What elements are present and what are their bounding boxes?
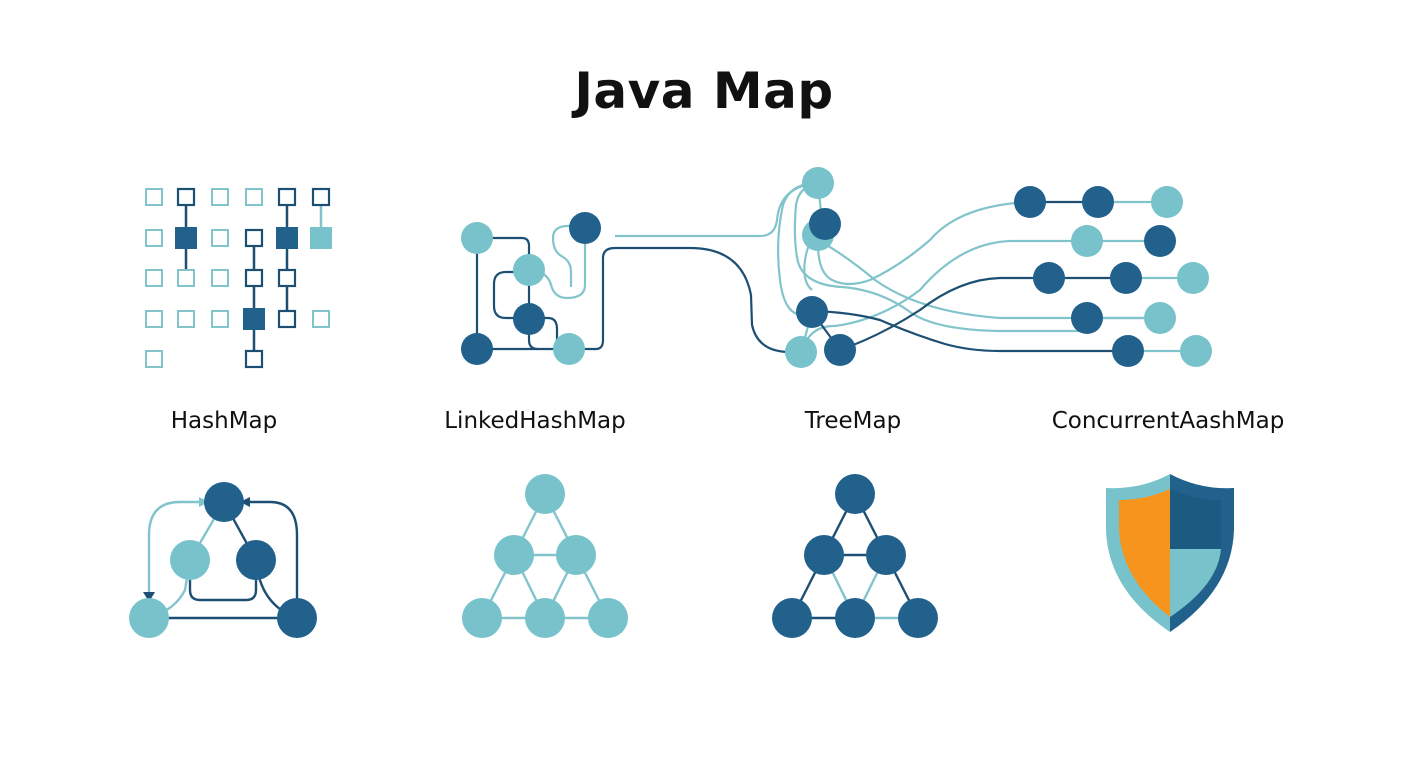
node-dark bbox=[809, 208, 841, 240]
node-light bbox=[1151, 186, 1183, 218]
bucket-cell bbox=[310, 227, 332, 249]
bucket-cell bbox=[145, 229, 163, 247]
cycle-nodes bbox=[129, 482, 317, 638]
node-light bbox=[802, 167, 834, 199]
node-dark bbox=[1082, 186, 1114, 218]
bucket-cell bbox=[211, 310, 229, 328]
bucket-cell bbox=[276, 227, 298, 249]
bucket-cell bbox=[145, 310, 163, 328]
node-dark bbox=[461, 333, 493, 365]
node-dark bbox=[204, 482, 244, 522]
label-linkedhashmap: LinkedHashMap bbox=[444, 408, 626, 434]
node-dark bbox=[1014, 186, 1046, 218]
node-dark bbox=[277, 598, 317, 638]
node-light bbox=[525, 598, 565, 638]
page-title: Java Map bbox=[574, 62, 834, 120]
node-dark bbox=[236, 540, 276, 580]
bucket-cell bbox=[244, 349, 264, 369]
node-dark bbox=[1144, 225, 1176, 257]
bucket-cell bbox=[145, 350, 163, 368]
node-light bbox=[525, 474, 565, 514]
node-dark bbox=[513, 303, 545, 335]
shield-icon bbox=[1106, 474, 1234, 632]
node-dark bbox=[569, 212, 601, 244]
node-dark bbox=[1033, 262, 1065, 294]
node-light bbox=[588, 598, 628, 638]
bucket-cell bbox=[244, 268, 264, 288]
node-light bbox=[1177, 262, 1209, 294]
node-light bbox=[1071, 225, 1103, 257]
bucket-cell bbox=[176, 187, 196, 207]
bucket-cell bbox=[175, 227, 197, 249]
bucket-cell bbox=[211, 229, 229, 247]
node-dark bbox=[898, 598, 938, 638]
label-treemap: TreeMap bbox=[804, 408, 902, 434]
bucket-cell bbox=[245, 188, 263, 206]
triangle-graph-dark-icon bbox=[772, 474, 938, 638]
node-light bbox=[129, 598, 169, 638]
bucket-cell bbox=[277, 187, 297, 207]
bucket-cell bbox=[311, 187, 331, 207]
node-light bbox=[513, 254, 545, 286]
node-dark bbox=[804, 535, 844, 575]
node-dark bbox=[1071, 302, 1103, 334]
bucket-cell bbox=[145, 269, 163, 287]
bucket-cell bbox=[277, 268, 297, 288]
node-light bbox=[462, 598, 502, 638]
bucket-cell bbox=[211, 269, 229, 287]
bucket-cell bbox=[145, 188, 163, 206]
node-light bbox=[461, 222, 493, 254]
triangle-graph-light-icon bbox=[462, 474, 628, 638]
node-dark bbox=[835, 474, 875, 514]
label-hashmap: HashMap bbox=[170, 408, 278, 434]
linked-nodes-icon bbox=[461, 167, 1212, 368]
node-light bbox=[553, 333, 585, 365]
node-light bbox=[1180, 335, 1212, 367]
node-light bbox=[1144, 302, 1176, 334]
node-light bbox=[170, 540, 210, 580]
bucket-cell bbox=[177, 310, 195, 328]
bucket-cell bbox=[211, 188, 229, 206]
bucket-cell bbox=[277, 309, 297, 329]
node-dark bbox=[796, 296, 828, 328]
bucket-cell bbox=[243, 308, 265, 330]
node-dark bbox=[866, 535, 906, 575]
node-dark bbox=[1110, 262, 1142, 294]
label-concurrenthashmap: ConcurrentAashMap bbox=[1051, 408, 1285, 434]
bucket-cell bbox=[177, 269, 195, 287]
bucket-grid-icon bbox=[145, 187, 332, 369]
node-dark bbox=[1112, 335, 1144, 367]
node-dark bbox=[835, 598, 875, 638]
bucket-cell bbox=[312, 310, 330, 328]
node-light bbox=[494, 535, 534, 575]
node-dark bbox=[824, 334, 856, 366]
node-light bbox=[556, 535, 596, 575]
node-dark bbox=[772, 598, 812, 638]
bucket-cell bbox=[244, 228, 264, 248]
node-light bbox=[785, 336, 817, 368]
